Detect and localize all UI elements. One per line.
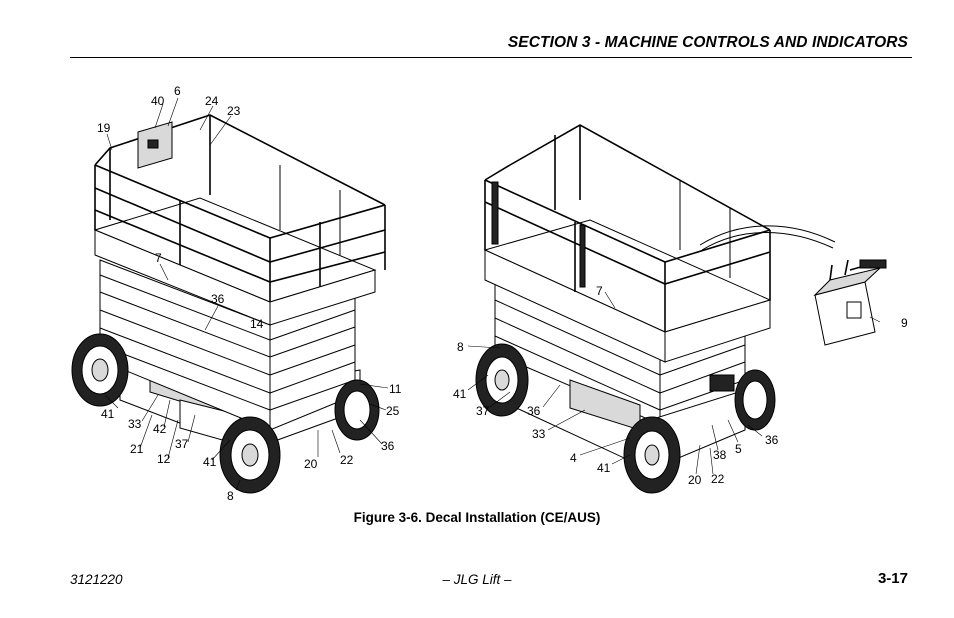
left-machine bbox=[71, 97, 389, 494]
callout-42: 42 bbox=[153, 422, 167, 436]
callout-12: 12 bbox=[157, 452, 171, 466]
callout-22: 22 bbox=[340, 453, 354, 467]
callout-38: 38 bbox=[713, 448, 727, 462]
section-title: SECTION 3 - MACHINE CONTROLS AND INDICAT… bbox=[507, 34, 908, 51]
callout-24: 24 bbox=[205, 94, 219, 108]
callout-37-right: 37 bbox=[476, 404, 490, 418]
left-callouts: 40 6 24 23 19 7 36 14 11 25 36 41 33 42 … bbox=[97, 84, 402, 503]
callout-25: 25 bbox=[386, 404, 400, 418]
callout-11: 11 bbox=[389, 382, 402, 396]
callout-33-right: 33 bbox=[532, 427, 546, 441]
callout-41-right: 41 bbox=[453, 387, 467, 401]
right-machine bbox=[467, 124, 887, 494]
footer-brand: – JLG Lift – bbox=[442, 572, 512, 587]
callout-36b-right: 36 bbox=[765, 433, 779, 447]
callout-40: 40 bbox=[151, 94, 165, 108]
left-wheels bbox=[71, 333, 380, 494]
doc-number: 3121220 bbox=[70, 572, 123, 587]
callout-19: 19 bbox=[97, 121, 111, 135]
scissor-lift-drawing: 40 6 24 23 19 7 36 14 11 25 36 41 33 42 … bbox=[71, 84, 908, 503]
callout-36: 36 bbox=[211, 292, 225, 306]
callout-41b-right: 41 bbox=[597, 461, 611, 475]
callout-5: 5 bbox=[735, 442, 742, 456]
right-callouts: 7 9 8 41 37 36 33 4 41 38 5 36 20 22 bbox=[453, 284, 908, 487]
right-wheels bbox=[475, 343, 776, 494]
callout-22-right: 22 bbox=[711, 472, 725, 486]
callout-33: 33 bbox=[128, 417, 142, 431]
header-rule bbox=[70, 57, 912, 58]
callout-8: 8 bbox=[227, 489, 234, 503]
callout-9: 9 bbox=[901, 316, 908, 330]
callout-4: 4 bbox=[570, 451, 577, 465]
callout-37: 37 bbox=[175, 437, 189, 451]
callout-41b: 41 bbox=[203, 455, 217, 469]
callout-14: 14 bbox=[250, 317, 264, 331]
figure-caption: Figure 3-6. Decal Installation (CE/AUS) bbox=[353, 510, 601, 525]
decal-installation-figure: 40 6 24 23 19 7 36 14 11 25 36 41 33 42 … bbox=[0, 70, 954, 510]
page-number: 3-17 bbox=[877, 570, 908, 587]
callout-36-right: 36 bbox=[527, 404, 541, 418]
callout-7: 7 bbox=[155, 251, 162, 265]
callout-21: 21 bbox=[130, 442, 144, 456]
callout-7-right: 7 bbox=[596, 284, 603, 298]
callout-20-right: 20 bbox=[688, 473, 702, 487]
callout-20: 20 bbox=[304, 457, 318, 471]
callout-36b: 36 bbox=[381, 439, 395, 453]
callout-6: 6 bbox=[174, 84, 181, 98]
callout-23: 23 bbox=[227, 104, 241, 118]
callout-8-right: 8 bbox=[457, 340, 464, 354]
callout-41: 41 bbox=[101, 407, 115, 421]
